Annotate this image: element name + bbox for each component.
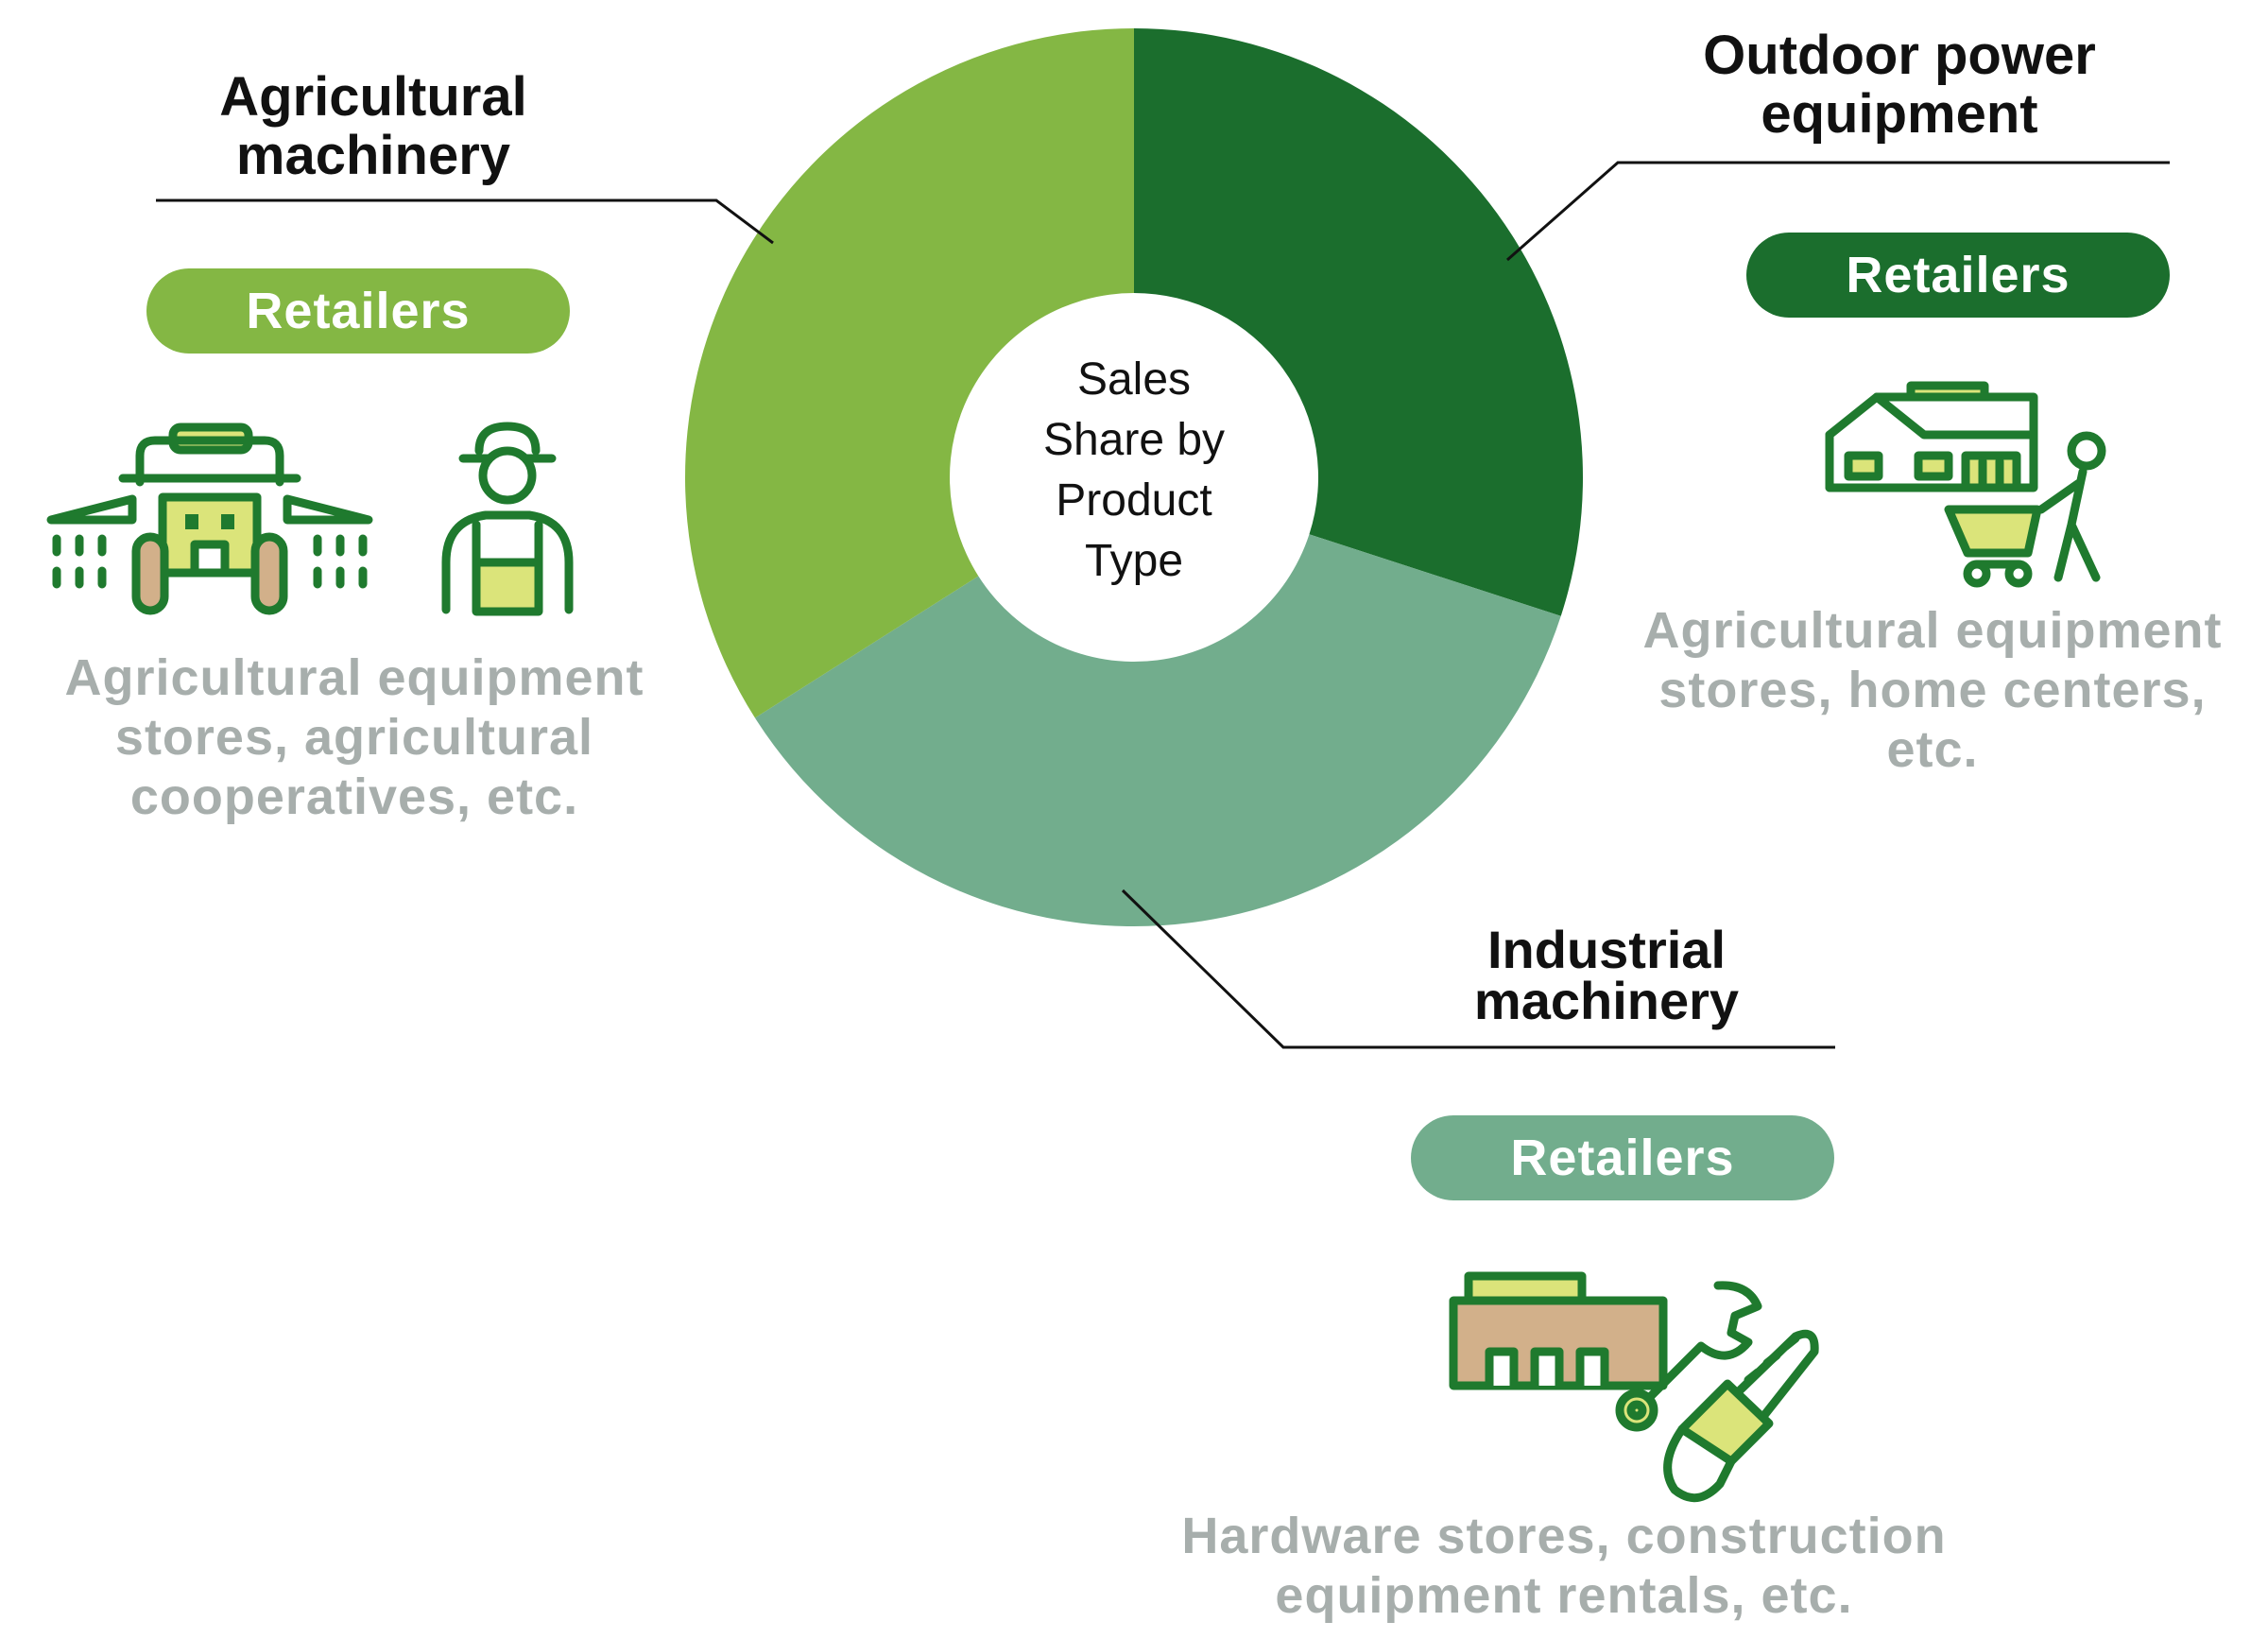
chainsaw-icon <box>1663 1329 1819 1503</box>
agri-title: Agricultural machinery <box>219 66 527 186</box>
outdoor-retailers-pill: Retailers <box>1746 233 2170 318</box>
pie-slice-outdoor-power-equipment <box>1134 28 1583 616</box>
leader-line-industrial <box>1121 889 1835 1049</box>
pie-slice-agricultural-machinery <box>684 28 1134 718</box>
pie-slice-industrial-machinery <box>754 534 1561 926</box>
industrial-title: Industrial machinery <box>1473 920 1740 1030</box>
agri-description: Agricultural equipment stores, agricultu… <box>64 649 644 825</box>
hardware-store-icon <box>1449 1271 1668 1390</box>
chart-center-label: Sales Share by Product Type <box>1042 354 1226 586</box>
leader-line-outdoor <box>1506 161 2170 262</box>
tractor-icon <box>46 423 373 615</box>
leader-line-agri <box>156 198 774 245</box>
agri-retailers-pill: Retailers <box>146 268 570 354</box>
wrench-icon <box>1615 1281 1762 1432</box>
outdoor-description: Agricultural equipment stores, home cent… <box>1642 602 2223 778</box>
farmer-icon <box>441 422 574 616</box>
industrial-retailers-pill: Retailers <box>1411 1115 1834 1200</box>
outdoor-title: Outdoor power equipment <box>1703 25 2096 145</box>
store-icon <box>1825 381 2038 492</box>
industrial-description: Hardware stores, construction equipment … <box>1181 1508 1947 1624</box>
shopper-with-cart-icon <box>1944 431 2106 588</box>
